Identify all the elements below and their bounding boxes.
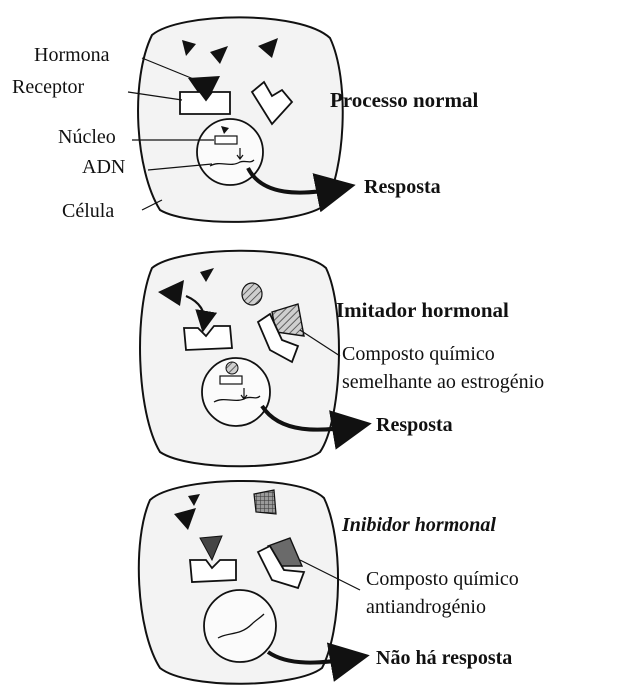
title-normal-process: Processo normal: [330, 88, 478, 113]
nucleus: [204, 590, 276, 662]
label-dna: ADN: [82, 156, 125, 179]
label-receptor: Receptor: [12, 76, 84, 99]
panel-hormone-mimic: [140, 251, 356, 467]
mimic-compound-icon: [242, 283, 262, 305]
panel-hormone-inhibitor: [139, 481, 360, 684]
panel-normal-process: [128, 17, 343, 222]
title-hormone-mimic: Imitador hormonal: [336, 298, 509, 323]
label-nucleus: Núcleo: [58, 126, 116, 149]
label-cell: Célula: [62, 200, 114, 223]
response-label: Resposta: [376, 414, 453, 437]
inhibitor-compound-icon: [254, 490, 276, 514]
compound-label-line2: semelhante ao estrogénio: [342, 371, 544, 394]
compound-label-line1: Composto químico: [342, 343, 495, 366]
response-label: Não há resposta: [376, 647, 512, 670]
compound-label-line2: antiandrogénio: [366, 596, 486, 619]
response-label: Resposta: [364, 176, 441, 199]
title-hormone-inhibitor: Inibidor hormonal: [342, 514, 496, 537]
label-hormone: Hormona: [34, 44, 110, 67]
compound-label-line1: Composto químico: [366, 568, 519, 591]
